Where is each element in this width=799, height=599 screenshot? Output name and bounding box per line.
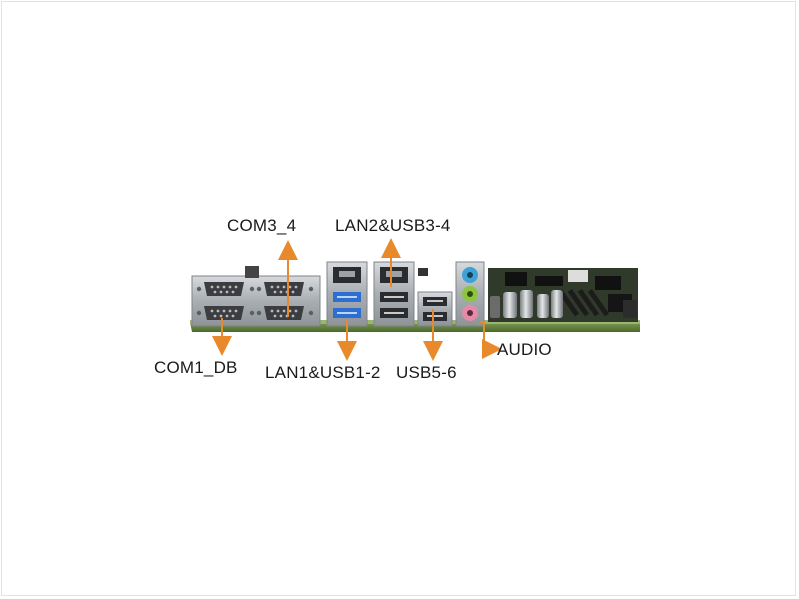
com3-port	[204, 282, 244, 296]
com-port-block	[191, 266, 321, 327]
callout-arrows	[212, 238, 502, 361]
com2-port	[264, 306, 304, 320]
pcb-components-area	[488, 268, 638, 322]
audio-jack-stack	[455, 261, 485, 327]
com1-port	[204, 306, 244, 320]
com1-db-label: COM1_DB	[154, 358, 238, 377]
pcb-header	[418, 268, 428, 276]
audio-label: AUDIO	[497, 340, 552, 359]
lan2-usb3-4-connector	[373, 261, 415, 327]
lan2-usb3-4-label: LAN2&USB3-4	[335, 216, 451, 235]
lan1-usb1-2-label: LAN1&USB1-2	[265, 363, 381, 382]
lan1-usb1-2-connector	[326, 261, 368, 327]
usb5-6-label: USB5-6	[396, 363, 457, 382]
com4-port	[264, 282, 304, 296]
arrow-audio	[480, 321, 502, 359]
usb5-6-connector	[417, 291, 453, 327]
com3-4-label: COM3_4	[227, 216, 297, 235]
